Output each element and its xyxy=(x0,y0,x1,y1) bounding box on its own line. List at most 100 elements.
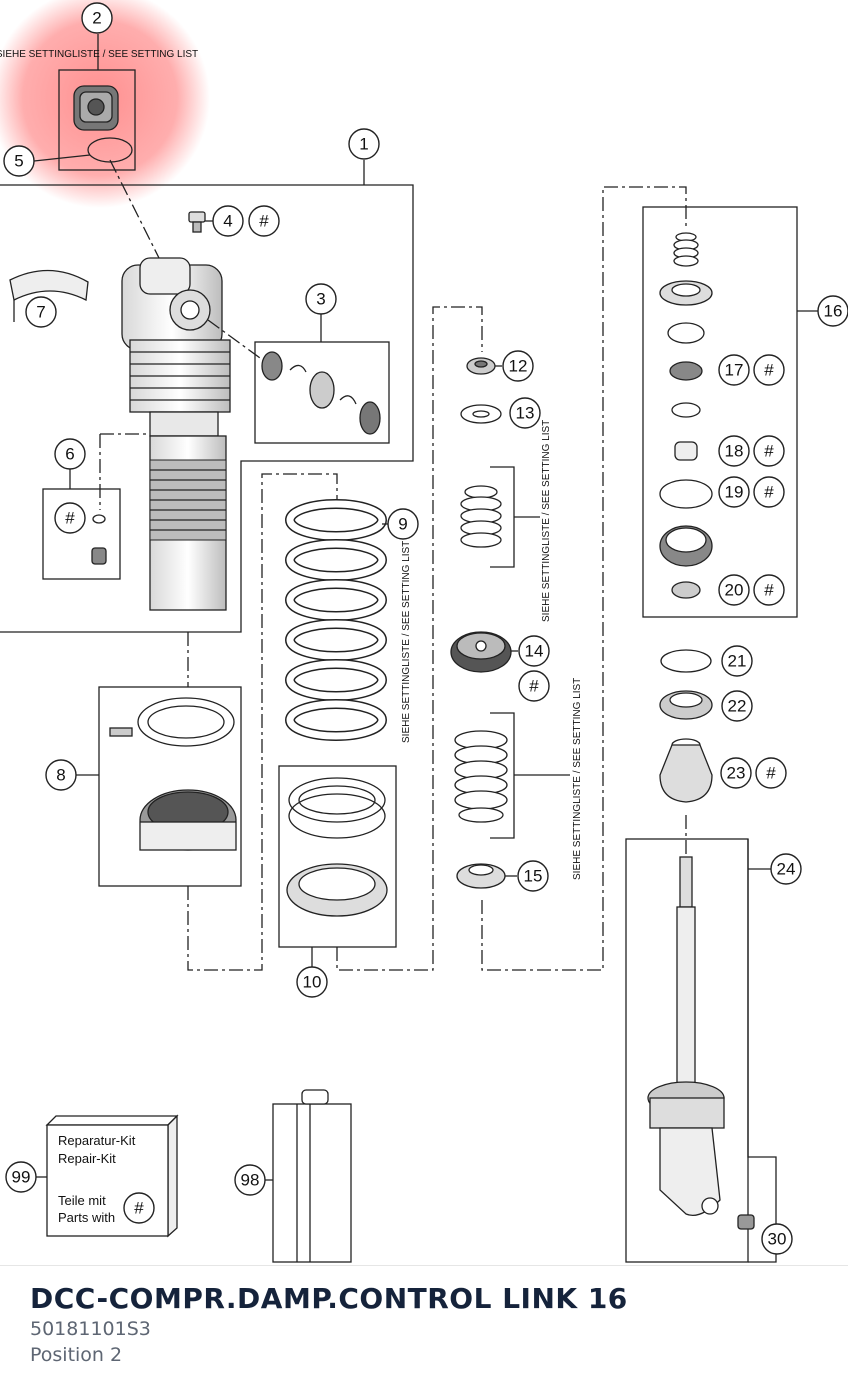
callout-6[interactable]: 6 xyxy=(54,438,86,470)
callout-7[interactable]: 7 xyxy=(25,296,57,328)
part-info-panel: DCC-COMPR.DAMP.CONTROL LINK 16 50181101S… xyxy=(0,1265,848,1391)
part-6-valve xyxy=(91,514,107,565)
svg-text:#: # xyxy=(65,509,75,528)
hash-marker-17: # xyxy=(753,354,785,386)
svg-text:14: 14 xyxy=(525,642,544,661)
part-24-shaft xyxy=(647,856,725,1217)
svg-text:7: 7 xyxy=(36,303,45,322)
svg-text:99: 99 xyxy=(12,1168,31,1187)
callout-21[interactable]: 21 xyxy=(721,645,753,677)
callout-12[interactable]: 12 xyxy=(502,350,534,382)
part-title: DCC-COMPR.DAMP.CONTROL LINK 16 xyxy=(30,1282,628,1315)
setting-note-upper-stack: SIEHE SETTINGLISTE / SEE SETTING LIST xyxy=(541,420,552,622)
callout-15[interactable]: 15 xyxy=(517,860,549,892)
hash-marker-19: # xyxy=(753,476,785,508)
callout-22[interactable]: 22 xyxy=(721,690,753,722)
callout-5[interactable]: 5 xyxy=(3,145,35,177)
svg-text:10: 10 xyxy=(303,973,322,992)
part-2-frame xyxy=(58,69,136,171)
part-12 xyxy=(466,357,496,375)
svg-text:18: 18 xyxy=(725,442,744,461)
shim-stack-upper xyxy=(460,485,502,548)
hash-marker-repair-kit: # xyxy=(123,1192,155,1224)
svg-text:20: 20 xyxy=(725,581,744,600)
hash-marker-4: # xyxy=(248,205,280,237)
part-4-screw xyxy=(188,211,206,233)
callout-30[interactable]: 30 xyxy=(761,1223,793,1255)
callout-1[interactable]: 1 xyxy=(348,128,380,160)
part-9-spring xyxy=(285,499,387,741)
svg-text:9: 9 xyxy=(398,515,407,534)
callout-16[interactable]: 16 xyxy=(817,295,848,327)
svg-text:12: 12 xyxy=(509,357,528,376)
part-15 xyxy=(456,863,506,889)
callout-9[interactable]: 9 xyxy=(387,508,419,540)
part-14-piston xyxy=(450,631,512,673)
repair-kit-label-en: Repair-Kit xyxy=(58,1151,116,1166)
group-box-8 xyxy=(98,686,242,887)
svg-text:17: 17 xyxy=(725,361,744,380)
svg-text:6: 6 xyxy=(65,445,74,464)
callout-23[interactable]: 23 xyxy=(720,757,752,789)
part-16-components xyxy=(659,232,713,599)
svg-text:30: 30 xyxy=(768,1230,787,1249)
svg-text:#: # xyxy=(764,483,774,502)
callout-99[interactable]: 99 xyxy=(5,1161,37,1193)
part-7-clip xyxy=(9,269,89,301)
part-13 xyxy=(460,404,502,424)
svg-text:2: 2 xyxy=(92,9,101,28)
part-98-oil-can xyxy=(272,1089,352,1263)
part-21-circlip xyxy=(660,649,712,673)
svg-text:1: 1 xyxy=(359,135,368,154)
callout-98[interactable]: 98 xyxy=(234,1164,266,1196)
part-3-parts xyxy=(261,351,381,435)
repair-kit-parts-en: Parts with xyxy=(58,1210,115,1225)
svg-text:#: # xyxy=(529,677,539,696)
part-22 xyxy=(659,690,713,720)
part-30-bolt xyxy=(737,1214,755,1230)
part-23-bumper xyxy=(659,738,713,803)
svg-text:13: 13 xyxy=(516,404,535,423)
part-5-oring xyxy=(87,137,133,163)
callout-13[interactable]: 13 xyxy=(509,397,541,429)
callout-8[interactable]: 8 xyxy=(45,759,77,791)
callout-4[interactable]: 4 xyxy=(212,205,244,237)
svg-text:23: 23 xyxy=(727,764,746,783)
exploded-parts-diagram: SIEHE SETTINGLISTE / SEE SETTING LIST SI… xyxy=(0,0,848,1263)
part-2-adjuster xyxy=(73,85,119,131)
svg-text:4: 4 xyxy=(223,212,232,231)
svg-text:#: # xyxy=(764,361,774,380)
svg-text:#: # xyxy=(764,581,774,600)
part-10-spring-seats xyxy=(286,777,388,917)
svg-text:98: 98 xyxy=(241,1171,260,1190)
callout-19[interactable]: 19 xyxy=(718,476,750,508)
callout-3[interactable]: 3 xyxy=(305,283,337,315)
svg-text:22: 22 xyxy=(728,697,747,716)
callout-2[interactable]: 2 xyxy=(81,2,113,34)
callout-17[interactable]: 17 xyxy=(718,354,750,386)
svg-text:#: # xyxy=(134,1199,144,1218)
group-box-16 xyxy=(642,206,798,618)
part-8-preload-rings xyxy=(109,697,237,851)
svg-text:15: 15 xyxy=(524,867,543,886)
hash-marker-23: # xyxy=(755,757,787,789)
setting-note-spring: SIEHE SETTINGLISTE / SEE SETTING LIST xyxy=(401,541,412,743)
svg-text:8: 8 xyxy=(56,766,65,785)
group-box-1 xyxy=(0,184,414,633)
callout-18[interactable]: 18 xyxy=(718,435,750,467)
setting-note-part-2: SIEHE SETTINGLISTE / SEE SETTING LIST xyxy=(0,49,198,60)
callout-14[interactable]: 14 xyxy=(518,635,550,667)
svg-text:#: # xyxy=(766,764,776,783)
hash-marker-18: # xyxy=(753,435,785,467)
callout-24[interactable]: 24 xyxy=(770,853,802,885)
hash-marker-14: # xyxy=(518,670,550,702)
callout-10[interactable]: 10 xyxy=(296,966,328,998)
group-box-3 xyxy=(254,341,390,444)
svg-text:5: 5 xyxy=(14,152,23,171)
svg-text:19: 19 xyxy=(725,483,744,502)
svg-text:#: # xyxy=(764,442,774,461)
part-position: Position 2 xyxy=(30,1344,123,1366)
setting-note-lower-stack: SIEHE SETTINGLISTE / SEE SETTING LIST xyxy=(572,678,583,880)
callout-20[interactable]: 20 xyxy=(718,574,750,606)
part-number: 50181101S3 xyxy=(30,1318,151,1340)
